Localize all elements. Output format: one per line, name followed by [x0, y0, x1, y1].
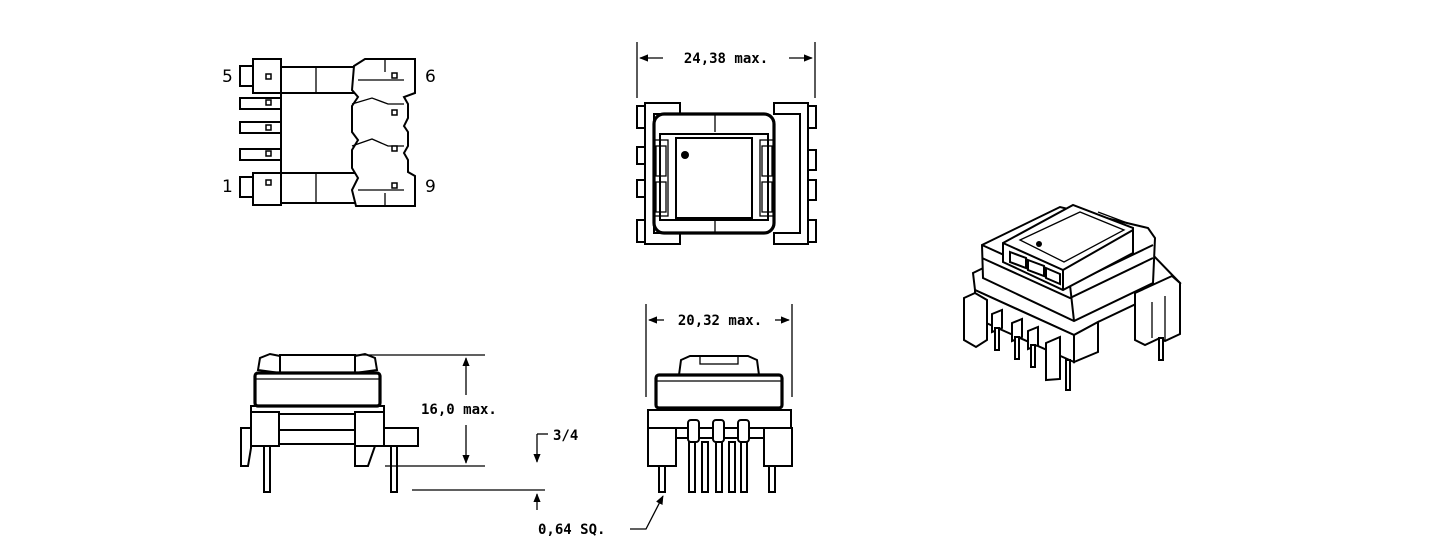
left-pin-tabs	[239, 97, 282, 161]
left-flange-bottom	[252, 172, 282, 206]
right-flange-outline	[350, 58, 416, 207]
pin-label-1: 1	[222, 177, 233, 197]
iso-pins	[991, 308, 1164, 391]
top-view: 24,38 max.	[636, 42, 817, 245]
side-core	[253, 371, 382, 408]
pin-label-5: 5	[222, 67, 233, 87]
side-view: 16,0 max. 3/4	[240, 352, 578, 510]
pin1-marker-dot	[681, 151, 689, 159]
core-top	[675, 137, 753, 219]
pin-view-frame	[280, 66, 359, 204]
dim-pin-size: 0,64 SQ.	[538, 522, 605, 538]
dim-standoff: 3/4	[553, 428, 578, 444]
front-view: 20,32 max. 0,64 SQ.	[538, 304, 793, 538]
isometric-view	[963, 203, 1182, 391]
dim-width-front: 20,32 max.	[678, 313, 762, 329]
pin-label-9: 9	[425, 177, 436, 197]
pin-label-6: 6	[425, 67, 436, 87]
pin-view: 5 6 1 9	[222, 58, 436, 207]
dim-width-top: 24,38 max.	[684, 51, 768, 67]
dim-height: 16,0 max.	[421, 402, 497, 418]
front-core	[654, 373, 784, 410]
top-body-outer	[652, 112, 776, 235]
